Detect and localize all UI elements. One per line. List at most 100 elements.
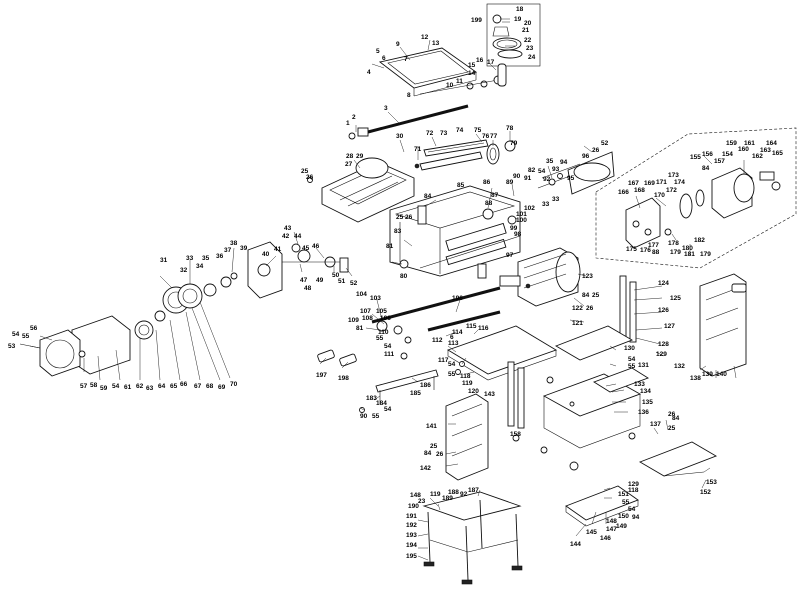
label-88: 88: [652, 249, 660, 256]
label-42: 42: [282, 233, 290, 240]
label-70: 70: [230, 381, 238, 388]
label-33: 33: [552, 196, 560, 203]
label-26: 26: [592, 147, 600, 154]
label-130: 130: [624, 345, 635, 352]
label-179: 179: [670, 249, 681, 256]
label-126: 126: [658, 307, 669, 314]
label-68: 68: [206, 383, 214, 390]
label-72: 72: [426, 130, 434, 137]
left-housing: [19, 315, 131, 377]
label-113: 113: [448, 340, 459, 347]
label-146: 146: [600, 535, 611, 542]
label-84: 84: [424, 450, 432, 457]
label-197: 197: [316, 372, 327, 379]
label-194: 194: [406, 542, 417, 549]
label-23: 23: [526, 45, 534, 52]
label-23: 23: [418, 498, 426, 505]
label-139: 139: [702, 371, 713, 378]
label-76: 76: [482, 133, 490, 140]
label-115: 115: [466, 323, 477, 330]
label-51: 51: [338, 278, 346, 285]
label-36: 36: [216, 253, 224, 260]
top-carriage-frame: [378, 47, 507, 97]
label-75: 75: [474, 127, 482, 134]
label-55: 55: [372, 413, 380, 420]
vertical-rails: [507, 275, 637, 429]
label-8: 8: [407, 92, 411, 99]
label-69: 69: [218, 384, 226, 391]
label-55: 55: [448, 371, 456, 378]
label-67: 67: [194, 383, 202, 390]
label-144: 144: [570, 541, 581, 548]
label-84: 84: [424, 193, 432, 200]
label-28: 28: [346, 153, 354, 160]
label-94: 94: [632, 514, 640, 521]
motor-123: [499, 247, 581, 307]
label-158: 158: [510, 431, 521, 438]
label-52: 52: [350, 280, 358, 287]
label-54: 54: [628, 506, 636, 513]
label-108: 108: [362, 315, 373, 322]
label-178: 178: [668, 240, 679, 247]
label-140: 140: [716, 371, 727, 378]
label-157: 157: [714, 158, 725, 165]
label-18: 18: [516, 6, 524, 13]
label-41: 41: [274, 246, 282, 253]
label-116: 116: [478, 325, 489, 332]
label-184: 184: [376, 400, 387, 407]
label-90: 90: [513, 173, 521, 180]
label-25: 25: [301, 168, 309, 175]
label-186: 186: [420, 382, 431, 389]
label-99: 99: [510, 225, 518, 232]
label-25: 25: [668, 425, 676, 432]
label-55: 55: [22, 333, 30, 340]
label-27: 27: [345, 161, 353, 168]
label-11: 11: [456, 78, 463, 85]
label-149: 149: [616, 523, 627, 530]
label-167: 167: [628, 180, 639, 187]
label-141: 141: [426, 423, 437, 430]
label-78: 78: [506, 125, 514, 132]
label-135: 135: [642, 399, 653, 406]
label-54: 54: [384, 343, 392, 350]
label-33: 33: [186, 255, 194, 262]
label-128: 128: [658, 341, 669, 348]
planer-table: [446, 325, 558, 381]
label-80: 80: [400, 273, 408, 280]
label-58: 58: [90, 382, 98, 389]
label-44: 44: [294, 233, 302, 240]
label-55: 55: [628, 363, 636, 370]
main-frame-casting: [389, 185, 521, 279]
label-86: 86: [483, 179, 491, 186]
label-173: 173: [668, 172, 679, 179]
label-114: 114: [452, 329, 463, 336]
label-2: 2: [352, 114, 356, 121]
label-26: 26: [668, 411, 676, 418]
label-98: 98: [514, 231, 522, 238]
label-13: 13: [432, 40, 440, 47]
label-162: 162: [752, 153, 763, 160]
label-148: 148: [606, 518, 617, 525]
side-panel-141: [445, 393, 489, 481]
label-34: 34: [196, 263, 204, 270]
label-94: 94: [560, 159, 568, 166]
label-29: 29: [356, 153, 364, 160]
label-166: 166: [618, 189, 629, 196]
label-39: 39: [240, 245, 248, 252]
long-shaft: [348, 104, 469, 140]
gaskets: [317, 349, 357, 367]
label-25: 25: [430, 443, 438, 450]
label-180: 180: [682, 245, 693, 252]
label-15: 15: [468, 62, 476, 69]
label-105: 105: [376, 308, 387, 315]
label-71: 71: [414, 146, 422, 153]
label-102: 102: [524, 205, 535, 212]
label-88: 88: [485, 200, 493, 207]
label-193: 193: [406, 532, 417, 539]
label-54: 54: [448, 361, 456, 368]
label-24: 24: [528, 54, 536, 61]
label-191: 191: [406, 513, 417, 520]
part-number-labels: 199 18 19 20 21 22 23 24 9 12 13 5 6 7 4…: [8, 6, 783, 560]
label-138: 138: [690, 375, 701, 382]
label-26: 26: [405, 214, 413, 221]
